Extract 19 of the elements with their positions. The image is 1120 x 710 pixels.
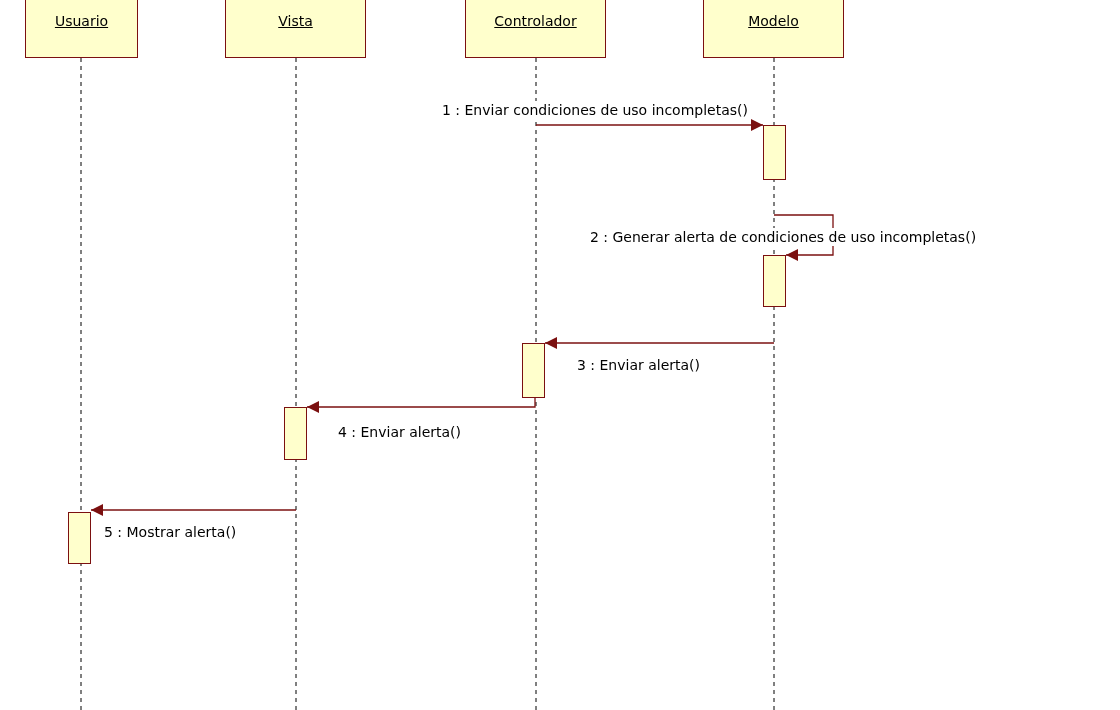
message-arrow <box>306 397 536 413</box>
lifeline-head <box>25 0 138 58</box>
message-label: 1 : Enviar condiciones de uso incompletas() <box>440 101 750 119</box>
activation-bar <box>522 343 545 398</box>
activation-bar <box>763 125 786 180</box>
object-name: Vista <box>278 13 313 31</box>
lifeline-head <box>225 0 366 58</box>
message-arrow <box>544 337 775 349</box>
message-arrow <box>535 119 764 131</box>
message-arrow <box>773 214 834 261</box>
lifeline-head <box>703 0 844 58</box>
object-name: Modelo <box>748 13 799 31</box>
object-name: Controlador <box>494 13 577 31</box>
object-name: Usuario <box>54 13 109 31</box>
lifeline-head <box>465 0 606 58</box>
activation-bar <box>763 255 786 307</box>
activation-bar <box>68 512 91 564</box>
message-arrow <box>90 504 297 516</box>
activation-bar <box>284 407 307 460</box>
